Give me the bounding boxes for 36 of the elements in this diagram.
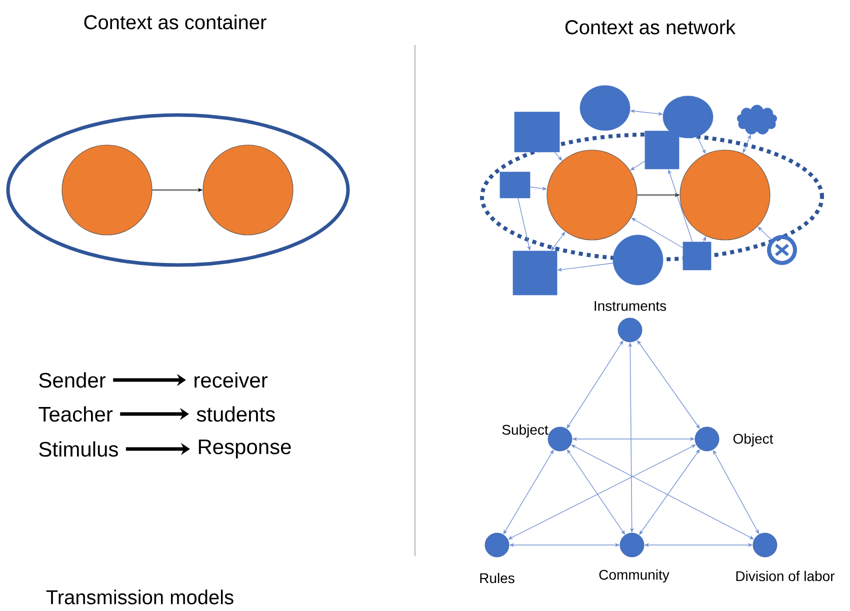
text-label: Response (198, 440, 291, 458)
node-label: Rules (480, 572, 514, 584)
network-node: Instruments (594, 301, 666, 342)
heading: Context as container (84, 14, 266, 30)
node-label: Instruments (594, 301, 666, 311)
network-node: Division of labor (736, 532, 835, 582)
text-label: Sender (39, 372, 106, 388)
cloud-shape (736, 104, 778, 134)
network-node: Rules (480, 532, 514, 584)
square-shape (514, 112, 560, 152)
network-node: Object (694, 426, 774, 452)
circle (62, 144, 152, 236)
square-shape (682, 242, 712, 270)
circle (680, 150, 770, 240)
ellipse-shape (662, 96, 714, 138)
container-ellipse (6, 113, 350, 267)
square-shape (500, 172, 530, 198)
text-label: Stimulus (39, 441, 118, 457)
heading: Context as network (565, 20, 736, 34)
network-node: Subject (502, 424, 572, 452)
heading: Transmission models (46, 590, 234, 604)
network-node: Community (599, 532, 670, 583)
ellipse-shape (580, 85, 630, 131)
square-shape (512, 250, 558, 296)
ellipse-shape (612, 234, 664, 286)
node-label: Division of labor (736, 570, 835, 582)
text-label: receiver (194, 372, 268, 388)
crossed-circle-icon (767, 235, 797, 265)
square-shape (644, 130, 680, 170)
text-label: Teacher (38, 406, 113, 422)
circle (546, 150, 638, 240)
node-label: Subject (502, 424, 548, 438)
text-label: students (196, 406, 275, 422)
circle (202, 144, 294, 236)
node-label: Object (733, 433, 774, 447)
node-label: Community (599, 569, 670, 583)
